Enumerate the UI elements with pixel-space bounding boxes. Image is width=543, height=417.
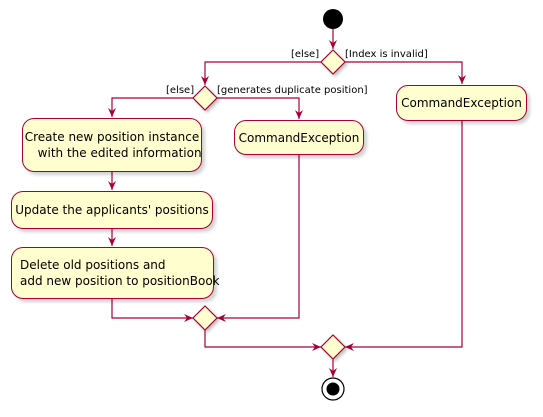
edge-delete-merge1 bbox=[111, 299, 193, 322]
action-delete-add-positions: Delete old positions and add new positio… bbox=[11, 247, 220, 299]
decision-duplicate-position bbox=[192, 85, 218, 111]
action-create-position: Create new position instance with the ed… bbox=[22, 118, 202, 172]
guard-outer-else: [else] bbox=[291, 49, 320, 60]
action-command-exception-outer: CommandException bbox=[396, 85, 527, 121]
edge-decision1-invalid bbox=[345, 61, 466, 84]
merge-outer bbox=[320, 334, 346, 360]
edge-inner-exception-merge1 bbox=[217, 155, 300, 322]
edge-outer-exception-merge2 bbox=[345, 121, 463, 351]
edge-decision1-else bbox=[201, 61, 321, 85]
action-update-applicants: Update the applicants' positions bbox=[11, 191, 213, 229]
guard-duplicate-position: [generates duplicate position] bbox=[217, 85, 368, 96]
guard-inner-else: [else] bbox=[166, 85, 195, 96]
decision-index-valid bbox=[320, 49, 346, 75]
end-node bbox=[321, 377, 345, 401]
edge-merge1-merge2 bbox=[204, 330, 321, 351]
start-node bbox=[323, 9, 343, 29]
merge-inner bbox=[192, 305, 218, 331]
edge-decision2-duplicate bbox=[217, 97, 303, 119]
edge-decision2-else bbox=[108, 97, 193, 117]
action-command-exception-inner: CommandException bbox=[234, 120, 364, 155]
guard-index-invalid: [Index is invalid] bbox=[345, 49, 428, 60]
